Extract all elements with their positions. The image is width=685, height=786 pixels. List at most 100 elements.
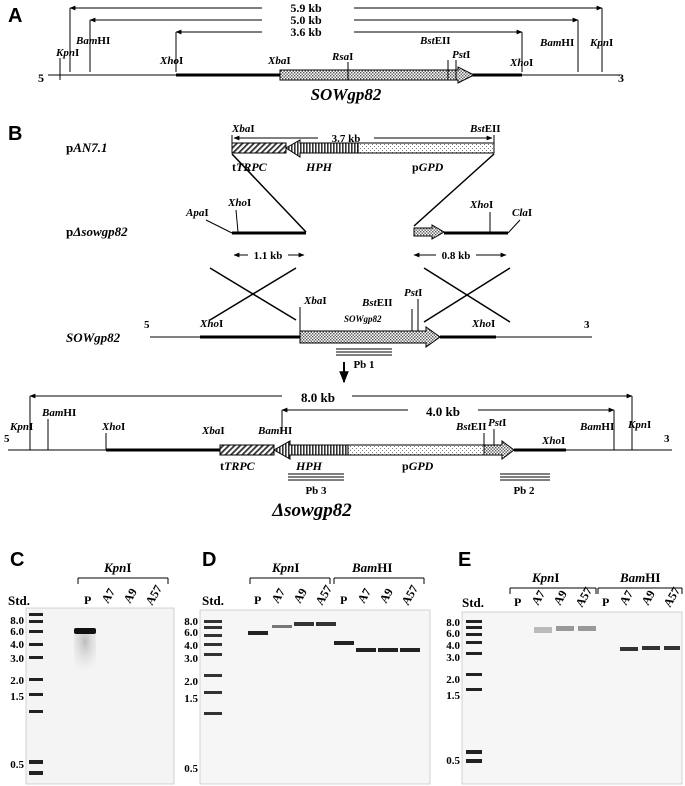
- panel-c-label: C: [10, 549, 24, 571]
- c-gel: [25, 607, 175, 785]
- d-b-a9: A9: [376, 586, 395, 606]
- e-ladder-6.0: 6.0: [446, 628, 460, 640]
- wt-pst: PstI: [404, 287, 422, 299]
- mut-gpd-label: pGPD: [402, 459, 434, 473]
- d-band-k-a57: [316, 622, 336, 626]
- d-k-a57: A57: [312, 583, 334, 608]
- mut-bst: BstEII: [455, 421, 487, 433]
- mut-trpc-label: tTRPC: [220, 459, 256, 473]
- wt-label: SOWgp82: [66, 330, 121, 345]
- d-band-k-a7: [272, 625, 292, 628]
- hph-label: HPH: [305, 160, 333, 174]
- mut-xho-right: XhoI: [541, 435, 565, 447]
- e-b-a9: A9: [638, 588, 657, 608]
- e-b-p: P: [602, 595, 609, 609]
- size-3.7kb: 3.7 kb: [332, 133, 361, 145]
- c-lane-p: P: [84, 593, 91, 607]
- c-std: Std.: [8, 593, 30, 608]
- c-lane-a9: A9: [120, 586, 139, 606]
- e-band-k-a57: [578, 626, 596, 631]
- size-8.0kb: 8.0 kb: [301, 390, 335, 405]
- d-k-a7: A7: [268, 586, 287, 606]
- c-kpn: KpnI: [103, 560, 131, 575]
- mutant-label: Δsowgp82: [271, 500, 352, 521]
- size-3.6kb: 3.6 kb: [290, 25, 322, 39]
- mut-xho-left: XhoI: [101, 421, 125, 433]
- wt-three-prime: 3: [584, 319, 590, 331]
- pb1: Pb 1: [353, 359, 374, 371]
- mut-hph-label: HPH: [295, 459, 323, 473]
- d-bam: BamHI: [351, 560, 392, 575]
- c-ladder: [29, 613, 43, 775]
- c-band-p: [74, 628, 96, 634]
- e-k-a9: A9: [550, 588, 569, 608]
- wt-bst: BstEII: [361, 297, 393, 309]
- size-5.9kb: 5.9 kb: [290, 1, 322, 15]
- mut-bam-mid: BamHI: [257, 425, 292, 437]
- e-ladder: [466, 620, 482, 763]
- pd-apa: ApaI: [185, 207, 209, 219]
- wt-xho-left: XhoI: [199, 318, 223, 330]
- d-ladder-1.5: 1.5: [184, 693, 198, 705]
- mut-kpn-right: KpnI: [627, 419, 651, 431]
- hph-arrow: [285, 139, 359, 158]
- e-band-b-a57: [664, 646, 680, 650]
- e-bam: BamHI: [619, 570, 660, 585]
- panel-e-label: E: [458, 549, 471, 571]
- mut-pst: PstI: [488, 417, 506, 429]
- d-k-a9: A9: [290, 586, 309, 606]
- d-std: Std.: [202, 593, 224, 608]
- e-ladder-8.0: 8.0: [446, 617, 460, 629]
- pb2: Pb 2: [513, 485, 535, 497]
- site-xho-right: XhoI: [509, 57, 533, 69]
- site-bst: BstEII: [419, 35, 451, 47]
- c-ladder-2.0: 2.0: [10, 675, 24, 687]
- d-ladder-0.5: 0.5: [184, 763, 198, 775]
- gpd-label: pGPD: [412, 160, 444, 174]
- site-xho-left: XhoI: [159, 55, 183, 67]
- plasmid-pdelta: pΔsowgp82: [66, 224, 128, 239]
- mut-bam-left: BamHI: [41, 407, 76, 419]
- mut-three-prime: 3: [664, 433, 670, 445]
- site-xba: XbaI: [267, 55, 291, 67]
- e-ladder-3.0: 3.0: [446, 652, 460, 664]
- e-band-b-a9: [642, 646, 660, 650]
- wt-gene-label: SOWgp82: [344, 314, 382, 324]
- gene-arrow-a: [279, 66, 476, 84]
- d-band-b-p: [334, 641, 354, 645]
- five-prime-a: 5: [38, 71, 44, 85]
- c-lane-a57: A57: [142, 583, 164, 608]
- panel-a: A 5.9 kb 5.0 kb 3.6 kb 5 3 KpnI BamHI Xh…: [8, 0, 624, 104]
- d-b-a7: A7: [354, 586, 373, 606]
- site-pst: PstI: [452, 49, 470, 61]
- gene-label-a: SOWgp82: [311, 85, 382, 104]
- d-ladder-3.0: 3.0: [184, 653, 198, 665]
- size-1.1kb: 1.1 kb: [254, 250, 283, 262]
- mut-gene-frag: [483, 440, 515, 460]
- e-ladder-1.5: 1.5: [446, 690, 460, 702]
- pd-xho2: XhoI: [469, 199, 493, 211]
- c-ladder-0.5: 0.5: [10, 759, 24, 771]
- e-ladder-4.0: 4.0: [446, 640, 460, 652]
- trpc-block: [231, 142, 287, 154]
- wt-xba: XbaI: [303, 295, 327, 307]
- d-ladder-6.0: 6.0: [184, 627, 198, 639]
- c-ladder-6.0: 6.0: [10, 626, 24, 638]
- site-kpn-left: KpnI: [55, 47, 79, 59]
- e-std: Std.: [462, 595, 484, 610]
- e-kpn: KpnI: [531, 570, 559, 585]
- e-gel: [461, 611, 683, 785]
- mut-hph-arrow: [272, 440, 349, 460]
- gpd-block: [357, 142, 495, 154]
- e-band-b-a7: [620, 647, 638, 651]
- c-lane-a7: A7: [98, 586, 117, 606]
- d-band-b-a7: [356, 648, 376, 652]
- size-4.0kb: 4.0 kb: [426, 404, 460, 419]
- d-kpn: KpnI: [271, 560, 299, 575]
- pb3: Pb 3: [305, 485, 327, 497]
- e-b-a7: A7: [616, 588, 635, 608]
- site-kpn-right: KpnI: [589, 37, 613, 49]
- d-k-p: P: [254, 593, 261, 607]
- c-ladder-8.0: 8.0: [10, 615, 24, 627]
